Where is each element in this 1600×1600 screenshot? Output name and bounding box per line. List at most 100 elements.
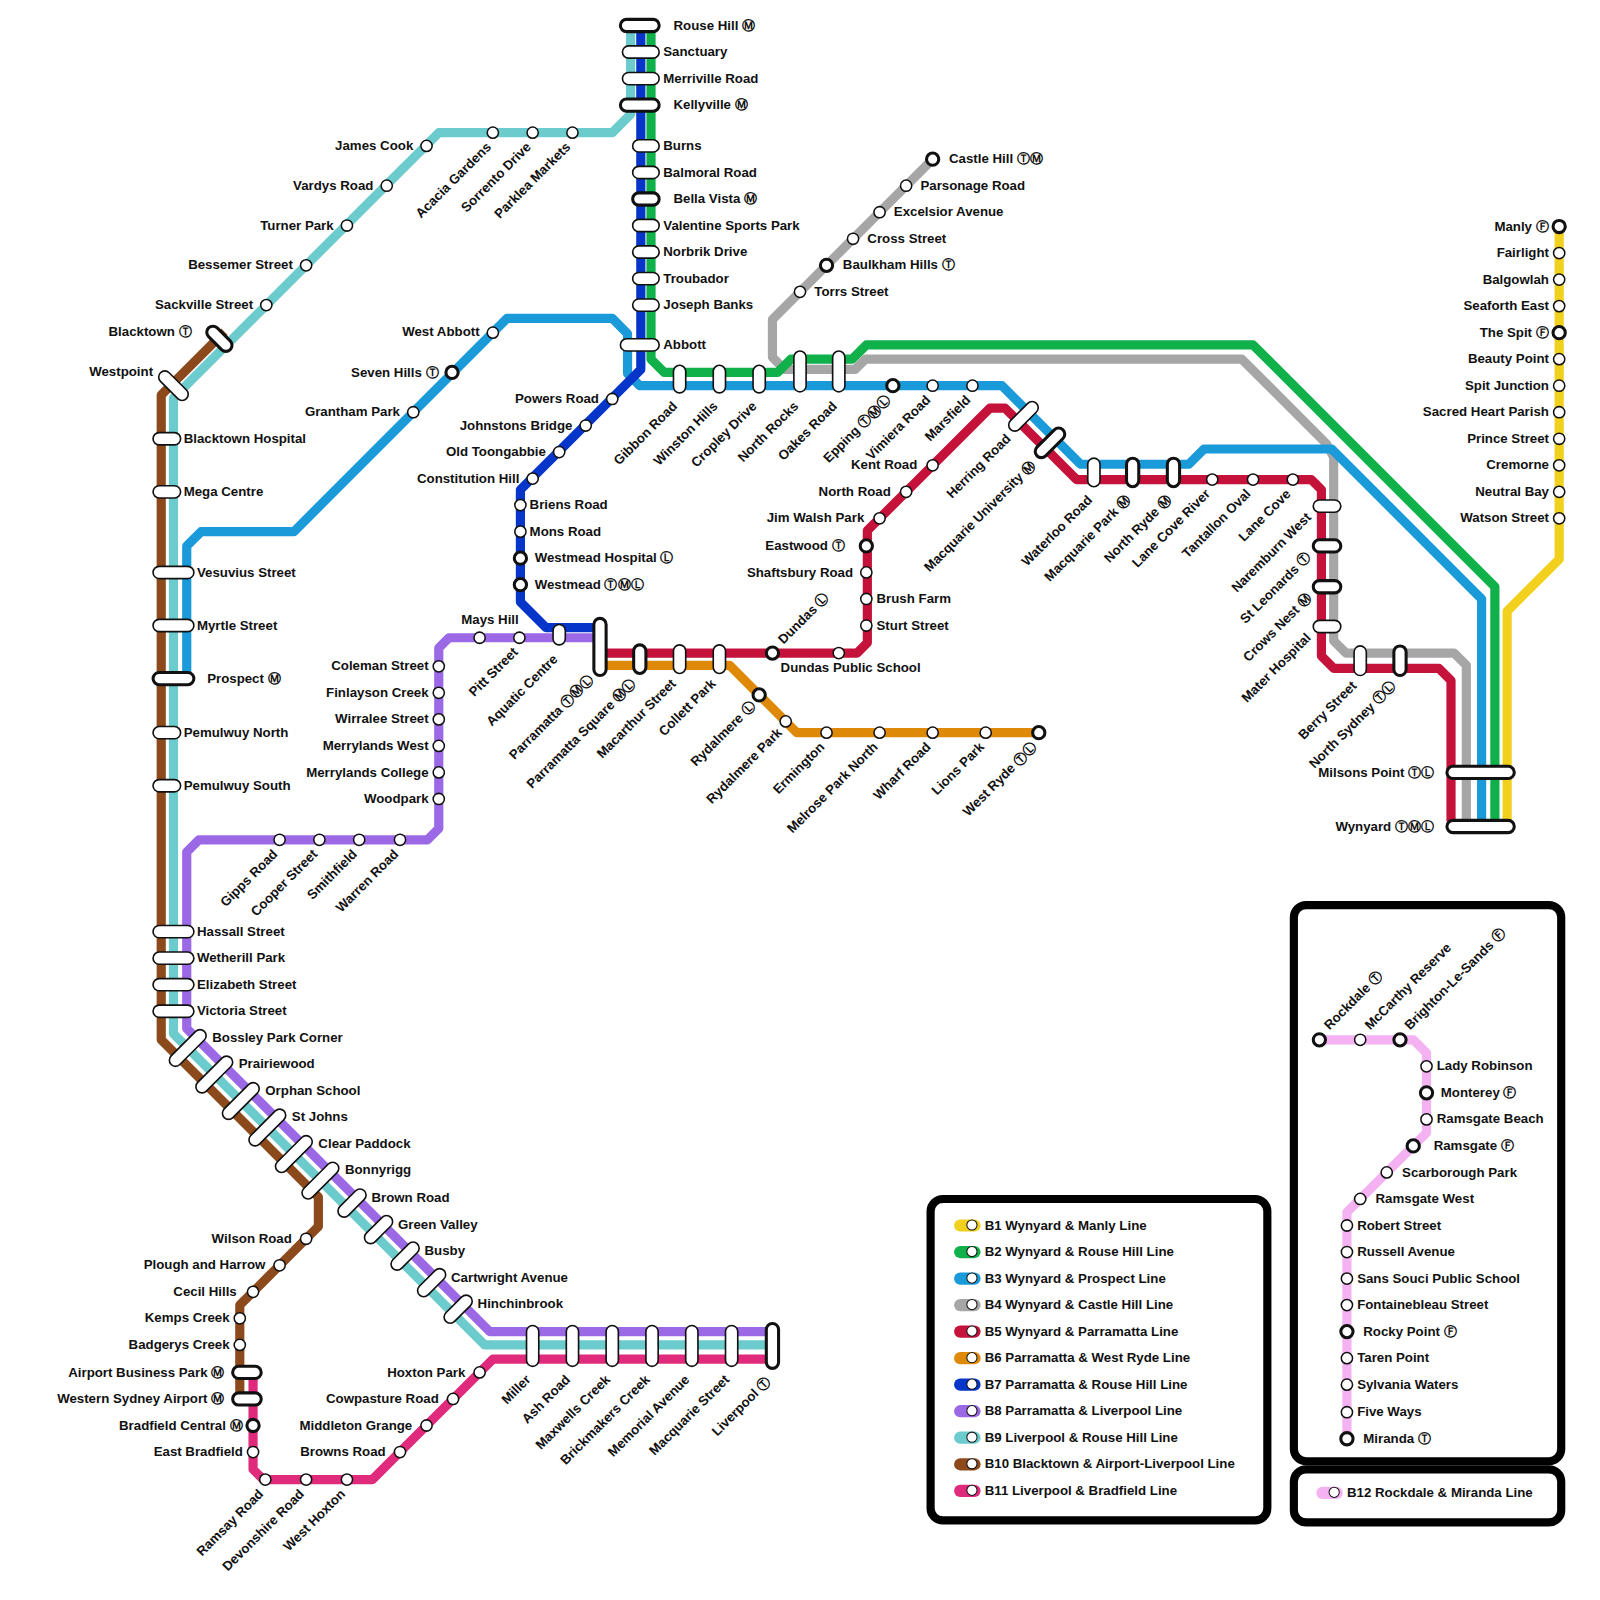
- station-marker: [580, 420, 591, 431]
- station-marker: [620, 339, 659, 351]
- station-marker: [633, 246, 660, 258]
- station-label: Westpoint: [89, 363, 153, 379]
- station-marker: [153, 566, 194, 578]
- legend-swatch: [1316, 1487, 1343, 1499]
- station-label: Kemps Creek: [145, 1310, 230, 1326]
- swatch-dot: [966, 1352, 977, 1363]
- station-marker: [389, 1240, 422, 1273]
- legend-text: B10 Blacktown & Airport-Liverpool Line: [985, 1456, 1235, 1472]
- station-marker: [927, 460, 938, 471]
- station-label: Fairlight: [1497, 245, 1549, 261]
- station-label: Bella Vista Ⓜ: [673, 191, 757, 207]
- station-marker: [247, 1446, 258, 1457]
- legend-frame: [931, 1199, 1268, 1520]
- station-label: Joseph Banks: [663, 297, 753, 313]
- legend-text: B9 Liverpool & Rouse Hill Line: [985, 1430, 1178, 1446]
- station-marker: [874, 727, 885, 738]
- station-marker: [980, 727, 991, 738]
- station-marker: [273, 1133, 315, 1175]
- station-marker: [421, 140, 432, 151]
- station-marker: [554, 446, 565, 457]
- station-marker: [1167, 458, 1179, 487]
- station-label: Blacktown Hospital: [184, 431, 306, 447]
- station-marker: [1554, 274, 1565, 285]
- legend-text: B8 Parramatta & Liverpool Line: [985, 1403, 1183, 1419]
- station-label: Ramsgate West: [1375, 1191, 1474, 1207]
- station-marker: [153, 780, 181, 792]
- station-label: Hinchinbrook: [478, 1296, 563, 1312]
- station-marker: [1554, 301, 1565, 312]
- station-marker: [474, 1367, 485, 1378]
- station-marker: [1394, 646, 1406, 676]
- swatch-dot: [966, 1379, 977, 1390]
- station-marker: [1287, 474, 1298, 485]
- station-marker: [233, 1366, 262, 1378]
- station-marker: [622, 72, 659, 84]
- station-label: St Johns: [292, 1109, 348, 1125]
- station-label: Orphan School: [265, 1083, 360, 1099]
- station-label: Norbrik Drive: [663, 244, 747, 260]
- station-marker: [362, 1213, 395, 1246]
- station-marker: [620, 19, 659, 31]
- station-marker: [1341, 1299, 1352, 1310]
- station-marker: [247, 1286, 258, 1297]
- station-label: Valentine Sports Park: [663, 217, 799, 233]
- station-markers: [153, 19, 1565, 1485]
- station-label: Ramsgate Ⓕ: [1434, 1138, 1514, 1154]
- station-marker: [514, 579, 526, 591]
- station-label: Monterey Ⓕ: [1441, 1085, 1517, 1101]
- station-marker: [220, 1080, 262, 1122]
- station-marker: [153, 727, 181, 739]
- station-label: Vesuvius Street: [197, 564, 296, 580]
- station-marker: [633, 193, 660, 205]
- station-marker: [1341, 1325, 1353, 1337]
- metro-line: [187, 638, 773, 1332]
- station-marker: [766, 1323, 778, 1368]
- station-label: Mater Hospital: [1239, 630, 1315, 706]
- legend-swatch: [954, 1405, 981, 1417]
- station-marker: [1341, 1407, 1352, 1418]
- station-label: Plough and Harrow: [144, 1257, 266, 1273]
- station-marker: [1006, 399, 1041, 434]
- station-marker: [341, 1474, 352, 1485]
- swatch-dot: [966, 1299, 977, 1310]
- station-label: Prince Street: [1467, 431, 1549, 447]
- station-label: Pemulwuy South: [184, 778, 291, 794]
- station-marker: [1088, 458, 1100, 487]
- station-label: Seven Hills Ⓣ: [351, 364, 439, 380]
- station-marker: [1127, 458, 1139, 487]
- station-marker: [633, 299, 660, 311]
- station-marker: [204, 324, 234, 354]
- station-marker: [673, 645, 685, 674]
- station-marker: [314, 834, 325, 845]
- station-label: Eastwood Ⓣ: [765, 538, 845, 554]
- swatch-dot: [966, 1325, 977, 1336]
- station-marker: [1407, 1140, 1419, 1152]
- station-marker: [341, 220, 352, 231]
- station-marker: [794, 351, 806, 392]
- station-label: Wetherill Park: [197, 950, 285, 966]
- station-label: Kellyville Ⓜ: [673, 97, 747, 113]
- station-marker: [247, 1419, 259, 1431]
- station-label: Sturt Street: [877, 617, 949, 633]
- station-marker: [1355, 1034, 1366, 1045]
- legend-text: B6 Parramatta & West Ryde Line: [985, 1350, 1190, 1366]
- station-marker: [153, 619, 194, 631]
- station-marker: [335, 1186, 368, 1219]
- station-label: Mons Road: [530, 523, 601, 539]
- station-label: Johnstons Bridge: [460, 417, 573, 433]
- station-label: Milsons Point ⓉⓁ: [1318, 764, 1434, 780]
- station-label: Coleman Street: [331, 658, 428, 674]
- station-label: Lady Robinson: [1437, 1058, 1533, 1074]
- station-label: Wilson Road: [212, 1231, 292, 1247]
- station-marker: [1207, 474, 1218, 485]
- station-marker: [1033, 426, 1068, 461]
- station-label: Russell Avenue: [1357, 1244, 1455, 1260]
- station-label: Kent Road: [851, 457, 917, 473]
- station-label: Scarborough Park: [1402, 1164, 1517, 1180]
- station-marker: [553, 624, 565, 644]
- station-marker: [901, 180, 912, 191]
- station-marker: [153, 486, 181, 498]
- station-marker: [633, 140, 660, 152]
- station-marker: [1554, 513, 1565, 524]
